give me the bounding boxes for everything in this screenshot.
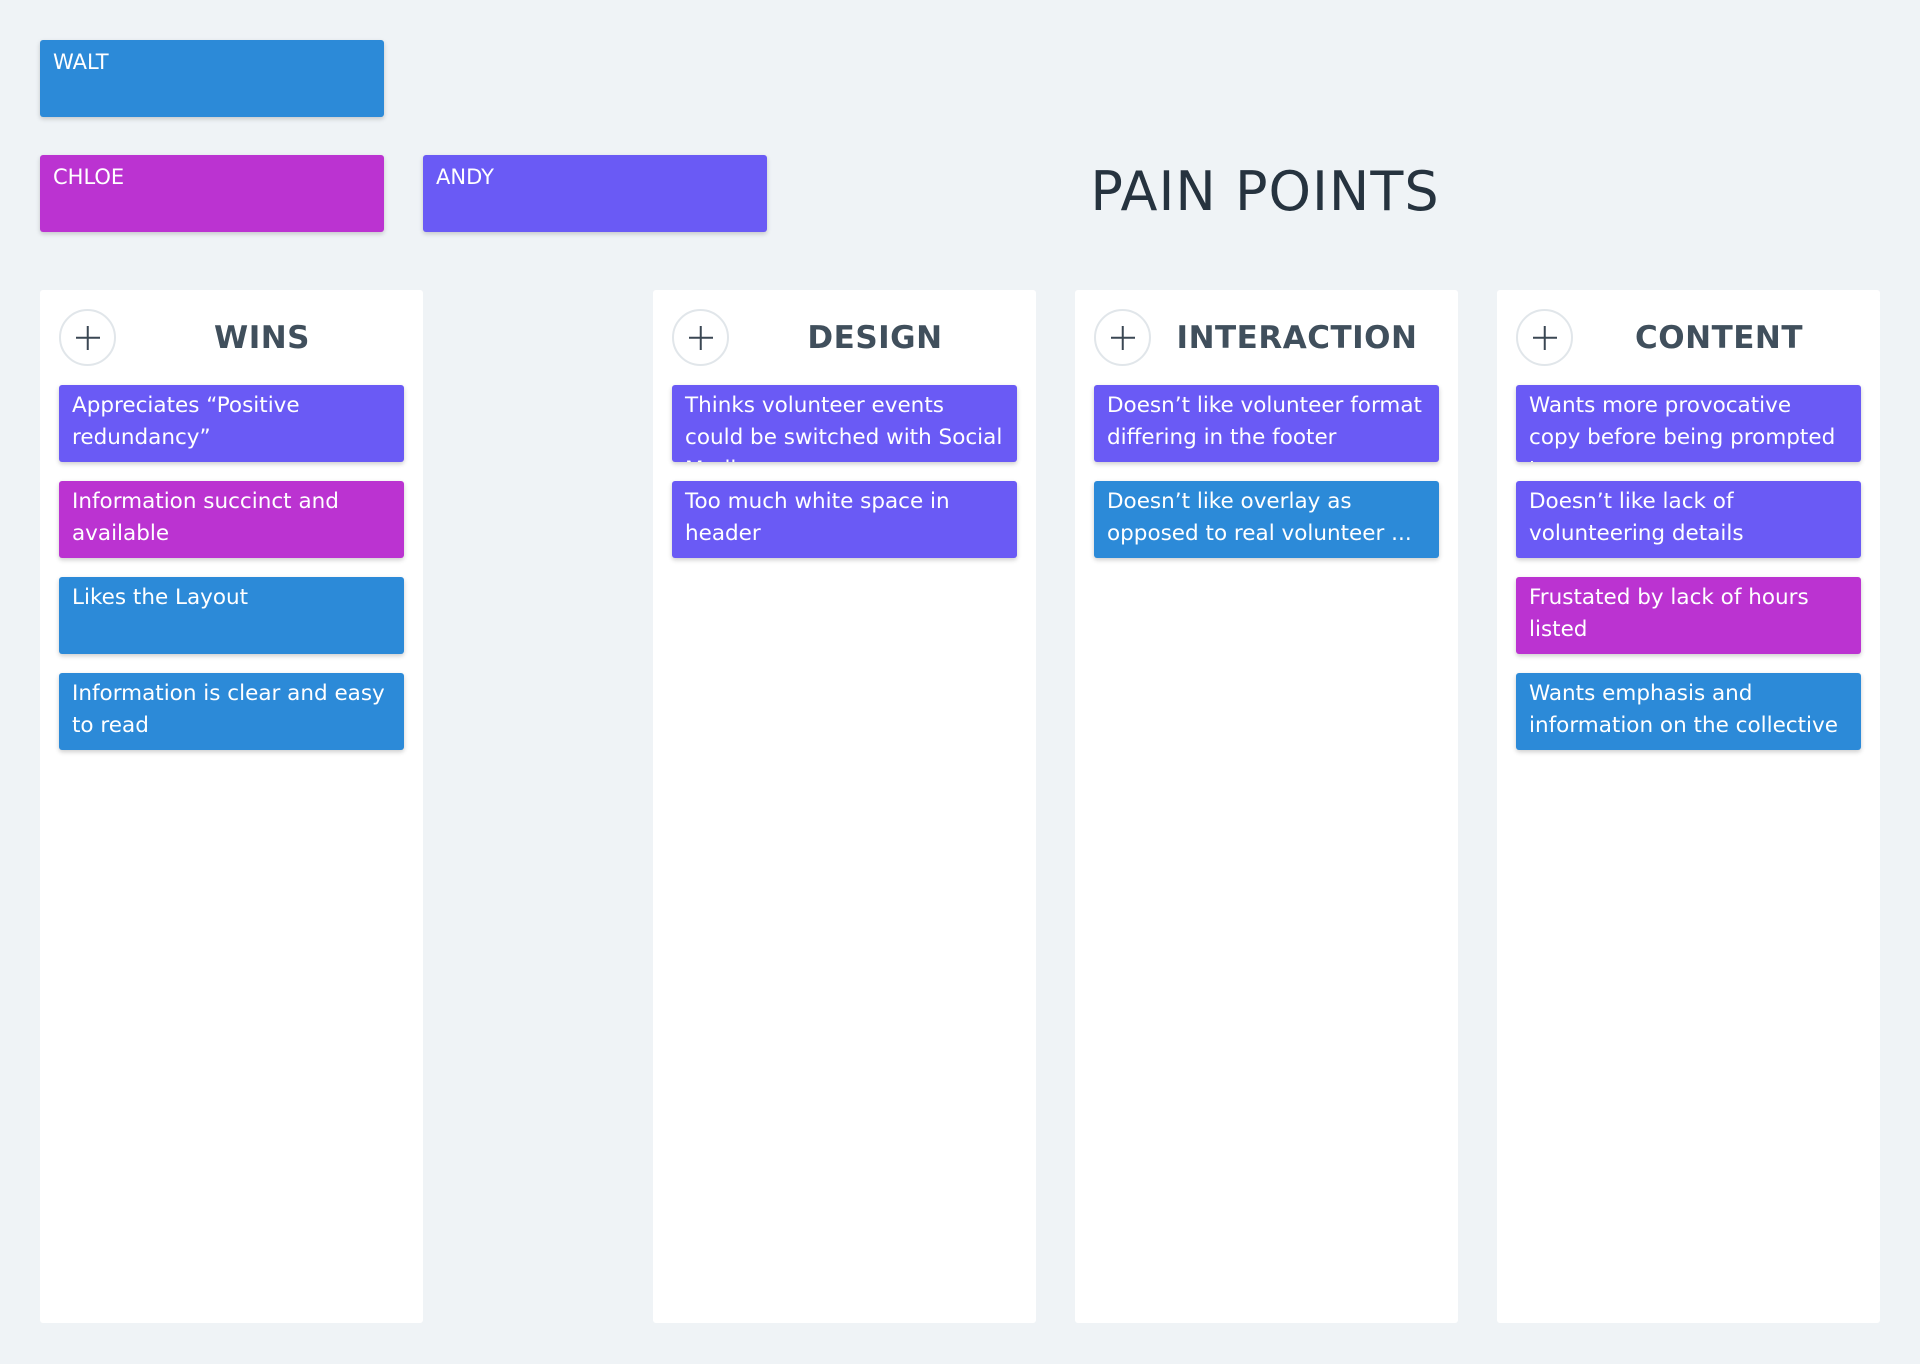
- persona-tag-walt[interactable]: WALT: [40, 40, 384, 117]
- sticky-note-card[interactable]: Information is clear and easy to read: [59, 673, 404, 750]
- card-list: Doesn’t like volunteer format differing …: [1094, 385, 1439, 577]
- board-title: PAIN POINTS: [1090, 160, 1440, 223]
- persona-label: CHLOE: [53, 165, 125, 189]
- sticky-note-card[interactable]: Doesn’t like lack of volunteering detail…: [1516, 481, 1861, 558]
- column-title: DESIGN: [807, 320, 943, 356]
- sticky-note-card[interactable]: Information succinct and available: [59, 481, 404, 558]
- persona-tag-andy[interactable]: ANDY: [423, 155, 767, 232]
- plus-icon[interactable]: [672, 309, 729, 366]
- sticky-note-card[interactable]: Frustated by lack of hours listed: [1516, 577, 1861, 654]
- card-list: Wants more provocative copy before being…: [1516, 385, 1861, 769]
- column-wins: WINS Appreciates “Positive redundancy” In…: [40, 290, 423, 1323]
- column-title: INTERACTION: [1176, 320, 1418, 356]
- column-title: CONTENT: [1635, 320, 1803, 356]
- sticky-note-card[interactable]: Likes the Layout: [59, 577, 404, 654]
- sticky-note-card[interactable]: Too much white space in header: [672, 481, 1017, 558]
- persona-label: WALT: [53, 50, 109, 74]
- sticky-note-card[interactable]: Doesn’t like volunteer format differing …: [1094, 385, 1439, 462]
- card-list: Appreciates “Positive redundancy” Informa…: [59, 385, 404, 769]
- column-content: CONTENT Wants more provocative copy befo…: [1497, 290, 1880, 1323]
- persona-tag-chloe[interactable]: CHLOE: [40, 155, 384, 232]
- sticky-note-card[interactable]: Wants more provocative copy before being…: [1516, 385, 1861, 462]
- plus-icon[interactable]: [59, 309, 116, 366]
- column-interaction: INTERACTION Doesn’t like volunteer forma…: [1075, 290, 1458, 1323]
- column-title: WINS: [214, 320, 310, 356]
- column-design: DESIGN Thinks volunteer events could be …: [653, 290, 1036, 1323]
- sticky-note-card[interactable]: Wants emphasis and information on the co…: [1516, 673, 1861, 750]
- sticky-note-card[interactable]: Thinks volunteer events could be switche…: [672, 385, 1017, 462]
- plus-icon[interactable]: [1094, 309, 1151, 366]
- plus-icon[interactable]: [1516, 309, 1573, 366]
- persona-label: ANDY: [436, 165, 494, 189]
- sticky-note-card[interactable]: Doesn’t like overlay as opposed to real …: [1094, 481, 1439, 558]
- sticky-note-card[interactable]: Appreciates “Positive redundancy”: [59, 385, 404, 462]
- card-list: Thinks volunteer events could be switche…: [672, 385, 1017, 577]
